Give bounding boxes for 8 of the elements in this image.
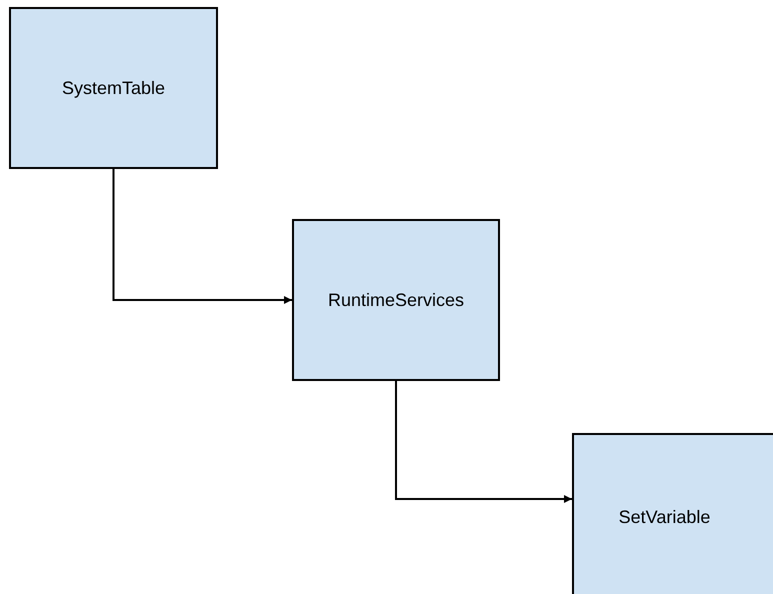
process-box: [572, 433, 773, 594]
box-label: RuntimeServices: [328, 290, 464, 310]
connector-arrow: [395, 381, 572, 503]
box-label: SetVariable: [618, 506, 710, 528]
process-box: [9, 7, 218, 169]
connector-arrow: [112, 169, 292, 304]
box-label: SystemTable: [62, 78, 166, 98]
process-box: [292, 219, 500, 381]
